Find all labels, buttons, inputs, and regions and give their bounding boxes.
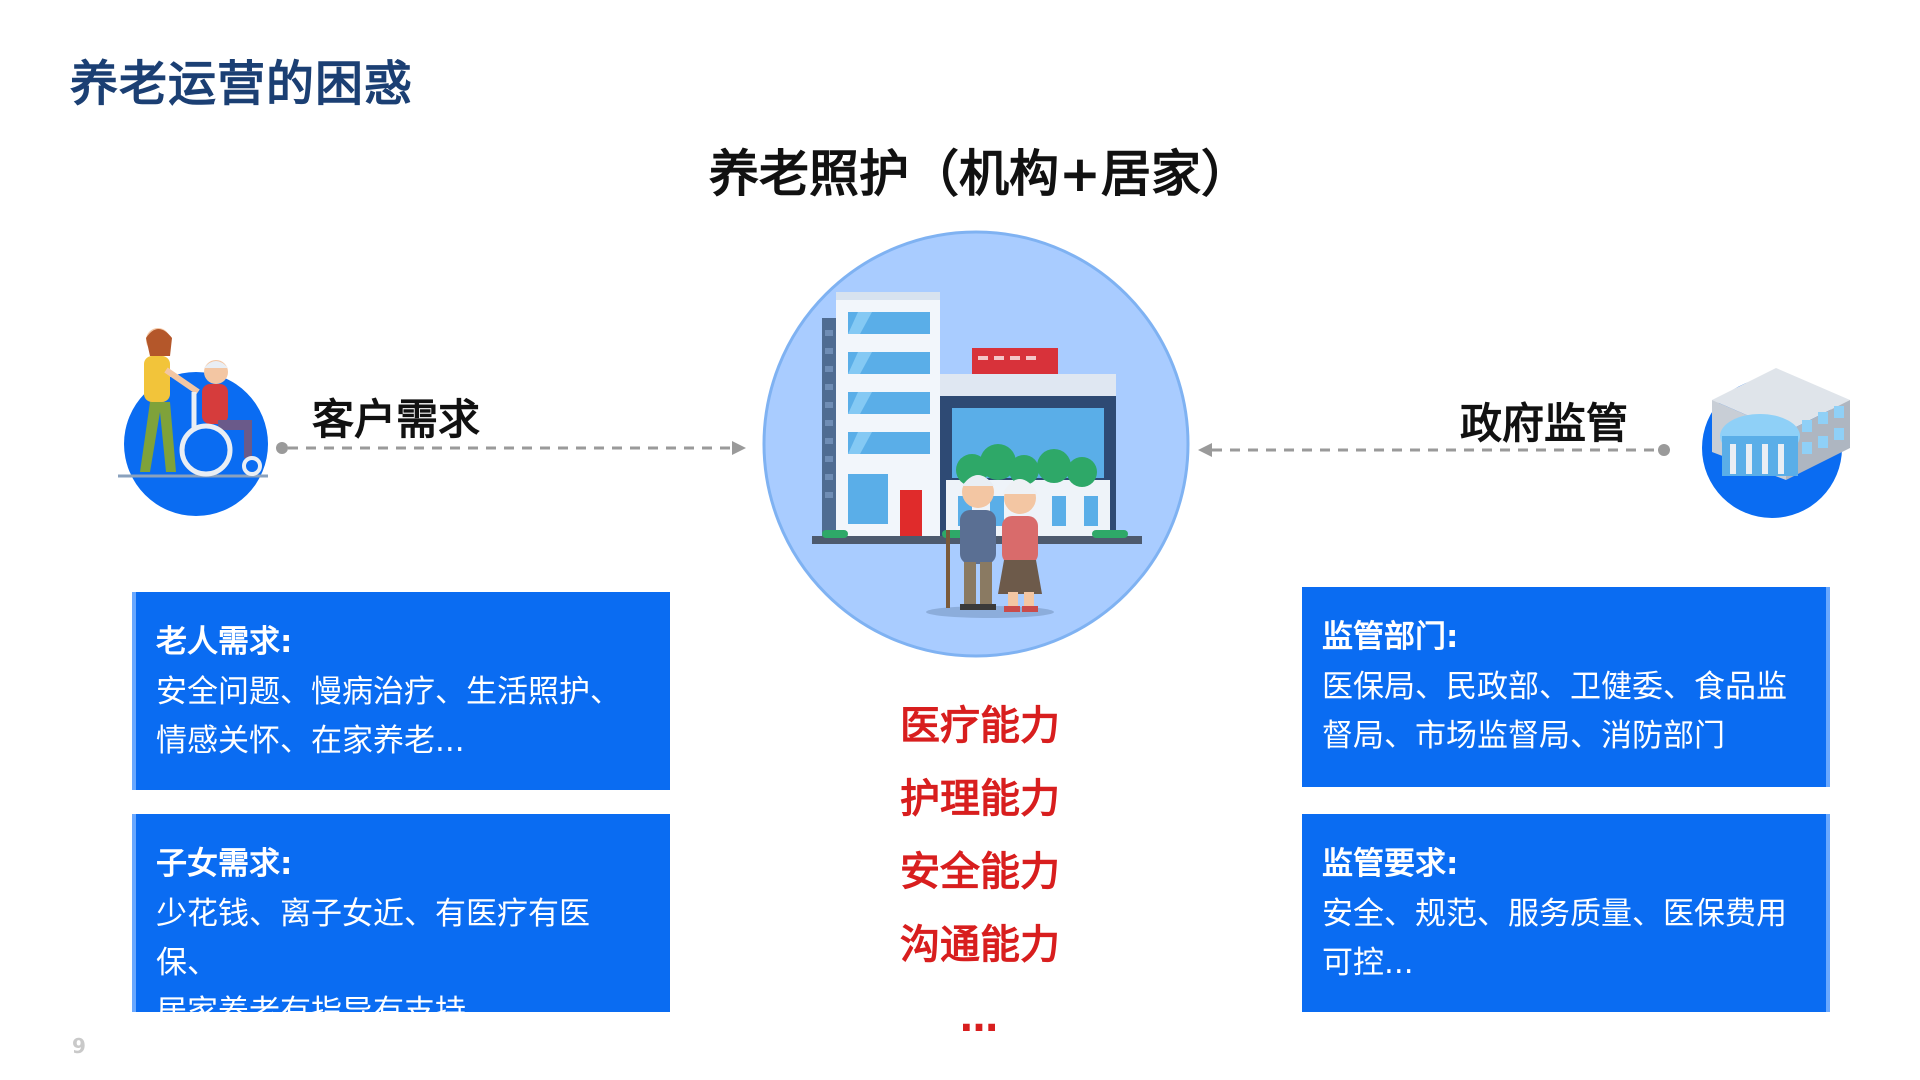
regulatory-departments-box: 监管部门: 医保局、民政部、卫健委、食品监 督局、市场监督局、消防部门 [1302, 587, 1830, 787]
ability-item: 护理能力 [900, 776, 1060, 822]
care-home-illustration [762, 230, 1190, 658]
box-line: 医保局、民政部、卫健委、食品监 [1322, 669, 1787, 705]
box-title: 子女需求: [156, 846, 293, 882]
box-body: 安全、规范、服务质量、医保费用 可控... [1322, 890, 1806, 988]
page-number: 9 [72, 1034, 86, 1058]
box-body: 安全问题、慢病治疗、生活照护、 情感关怀、在家养老... [156, 668, 650, 766]
customer-demand-label: 客户需求 [312, 395, 481, 444]
abilities-list: 医疗能力 护理能力 安全能力 沟通能力 [880, 690, 1080, 982]
box-line: 情感关怀、在家养老... [156, 723, 465, 759]
box-body: 少花钱、离子女近、有医疗有医保、 居家养老有指导有支持 [156, 890, 650, 1037]
caregiver-wheelchair-icon [118, 328, 268, 516]
box-line: 安全、规范、服务质量、医保费用 [1322, 896, 1787, 932]
elderly-needs-box: 老人需求: 安全问题、慢病治疗、生活照护、 情感关怀、在家养老... [132, 592, 670, 790]
center-title: 养老照护（机构+居家） [709, 145, 1251, 203]
right-connector-arrow [1198, 443, 1670, 457]
abilities-ellipsis: … [960, 996, 1000, 1040]
box-title: 监管部门: [1322, 619, 1459, 655]
box-body: 医保局、民政部、卫健委、食品监 督局、市场监督局、消防部门 [1322, 663, 1806, 761]
box-line: 安全问题、慢病治疗、生活照护、 [156, 674, 621, 710]
children-needs-box: 子女需求: 少花钱、离子女近、有医疗有医保、 居家养老有指导有支持 [132, 814, 670, 1030]
box-title: 监管要求: [1322, 846, 1459, 882]
government-building-icon [1702, 368, 1850, 518]
regulatory-requirements-box: 监管要求: 安全、规范、服务质量、医保费用 可控... [1302, 814, 1830, 1012]
box-line: 少花钱、离子女近、有医疗有医保、 [156, 896, 590, 981]
government-supervision-label: 政府监管 [1460, 399, 1629, 448]
box-line: 可控... [1322, 945, 1414, 981]
ability-item: 沟通能力 [900, 922, 1060, 968]
page-title: 养老运营的困惑 [70, 56, 414, 112]
box-line: 居家养老有指导有支持 [156, 994, 466, 1030]
left-connector-arrow [276, 441, 746, 455]
ability-item: 医疗能力 [900, 703, 1060, 749]
box-line: 督局、市场监督局、消防部门 [1322, 718, 1725, 754]
box-title: 老人需求: [156, 624, 293, 660]
ability-item: 安全能力 [900, 849, 1060, 895]
